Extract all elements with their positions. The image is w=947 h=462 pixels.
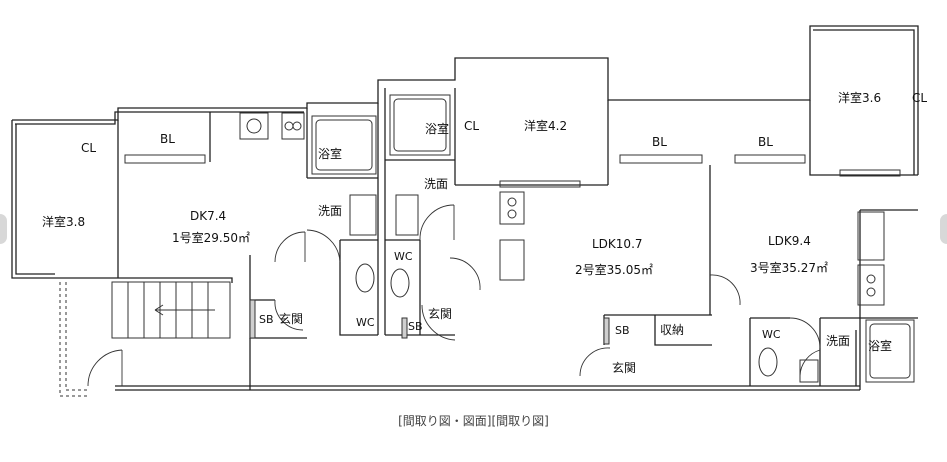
image-caption: [間取り図・図面][間取り図]: [398, 414, 549, 428]
label-sb-1: SB: [259, 313, 274, 326]
door-swings: [87, 204, 821, 387]
previous-image-button[interactable]: [0, 214, 7, 244]
label-ldk-9-4: LDK9.4: [768, 234, 811, 248]
label-sb-3: SB: [615, 324, 630, 337]
label-cl-mid: CL: [464, 119, 479, 133]
shoe-box-hatches: [249, 299, 610, 345]
next-image-button[interactable]: [940, 214, 947, 244]
staircase: [59, 281, 231, 397]
label-yokushitsu-1: 浴室: [318, 146, 342, 161]
label-unit3-area: 3号室35.27㎡: [750, 260, 828, 275]
label-ldk-10-7: LDK10.7: [592, 237, 643, 251]
label-yoshitsu-4-2: 洋室4.2: [524, 118, 567, 133]
label-unit2-area: 2号室35.05㎡: [575, 262, 653, 277]
label-bl-2: BL: [652, 135, 667, 149]
label-wc-2: WC: [394, 250, 413, 263]
label-sb-2: SB: [408, 320, 423, 333]
label-yokushitsu-3: 浴室: [868, 338, 892, 353]
label-yoshitsu-3-6: 洋室3.6: [838, 90, 881, 105]
label-shuno: 収納: [660, 323, 684, 337]
windows: [124, 154, 901, 188]
fixtures: [239, 94, 915, 383]
label-senmen-1: 洗面: [318, 204, 342, 218]
label-cl-left: CL: [81, 141, 96, 155]
label-genkan-2: 玄関: [428, 306, 452, 321]
label-yoshitsu-3-8: 洋室3.8: [42, 214, 85, 229]
walls: [11, 25, 919, 391]
label-genkan-1: 玄関: [279, 311, 303, 326]
label-genkan-3: 玄関: [612, 360, 636, 375]
floor-plan-drawing: 洋室3.8 CL BL DK7.4 1号室29.50㎡ 浴室 洗面 WC SB …: [11, 25, 927, 397]
label-bl-1: BL: [160, 132, 175, 146]
label-yokushitsu-2: 浴室: [425, 121, 449, 136]
label-dk-7-4: DK7.4: [190, 209, 226, 223]
label-senmen-2: 洗面: [424, 177, 448, 191]
label-wc-1: WC: [356, 316, 375, 329]
label-bl-3: BL: [758, 135, 773, 149]
label-cl-right: CL: [912, 91, 927, 105]
label-senmen-3: 洗面: [826, 334, 850, 348]
label-wc-3: WC: [762, 328, 781, 341]
label-unit1-area: 1号室29.50㎡: [172, 230, 250, 245]
room-labels: 洋室3.8 CL BL DK7.4 1号室29.50㎡ 浴室 洗面 WC SB …: [42, 90, 927, 375]
